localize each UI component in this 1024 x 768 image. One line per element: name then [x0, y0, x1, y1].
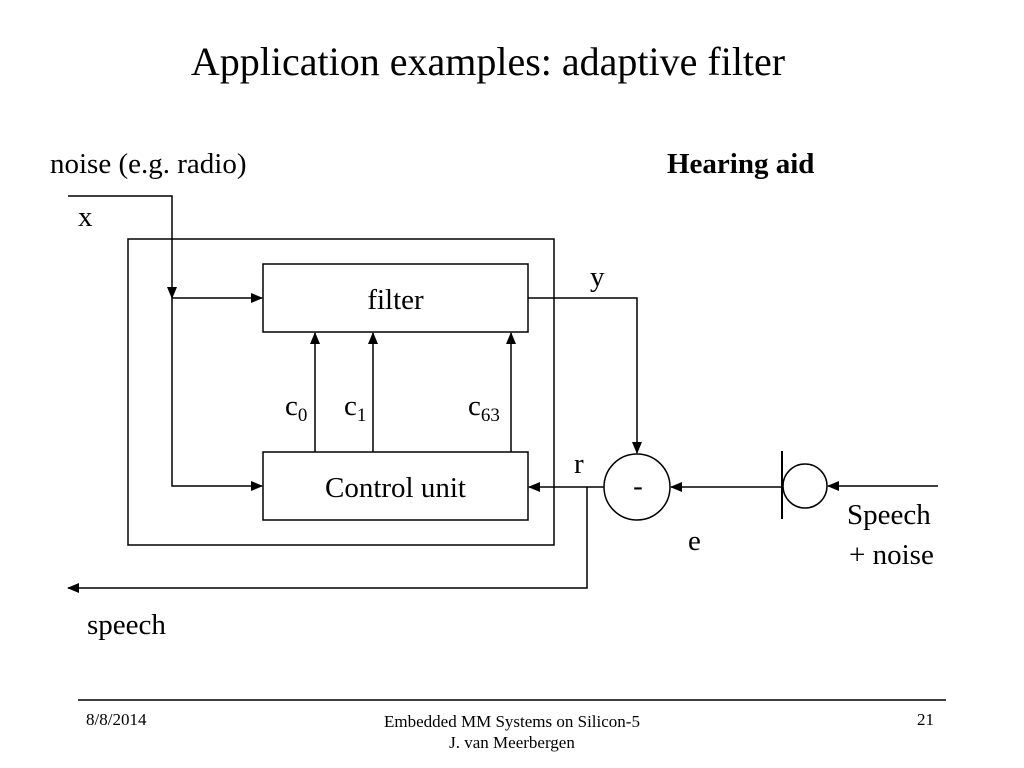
footer-center: Embedded MM Systems on Silicon-5 J. van …: [0, 711, 1024, 753]
footer-course: Embedded MM Systems on Silicon-5: [384, 712, 640, 731]
coefficient-c63-label: c63: [468, 390, 500, 426]
footer-page-number: 21: [917, 710, 934, 729]
microphone-icon: [782, 463, 828, 509]
e-label: e: [688, 525, 701, 557]
summing-sign: -: [633, 470, 643, 502]
speech-noise-label-line2: + noise: [849, 539, 934, 571]
hearing-aid-enclosure: [127, 238, 555, 546]
filter-label: filter: [367, 284, 424, 316]
footer-author: J. van Meerbergen: [449, 733, 575, 752]
coefficient-c0-label: c0: [285, 390, 308, 426]
y-output-line: [528, 297, 642, 454]
noise-input-line: [68, 195, 177, 299]
x-to-control-arrow: [171, 298, 263, 491]
coefficient-c1-label: c1: [344, 390, 367, 426]
filter-block: [262, 263, 529, 333]
hearing-aid-label: Hearing aid: [667, 148, 815, 180]
slide-title: Application examples: adaptive filter: [190, 39, 786, 84]
control-unit-label: Control unit: [325, 472, 466, 504]
speech-noise-label-line1: Speech: [847, 499, 931, 531]
r-label: r: [574, 448, 584, 480]
speech-output-line: [67, 487, 588, 593]
x-label: x: [78, 201, 93, 233]
noise-input-label: noise (e.g. radio): [50, 148, 247, 180]
y-label: y: [590, 261, 605, 293]
footer-date: 8/8/2014: [86, 710, 147, 729]
speech-output-label: speech: [87, 609, 166, 641]
control-unit-block: [262, 451, 529, 521]
